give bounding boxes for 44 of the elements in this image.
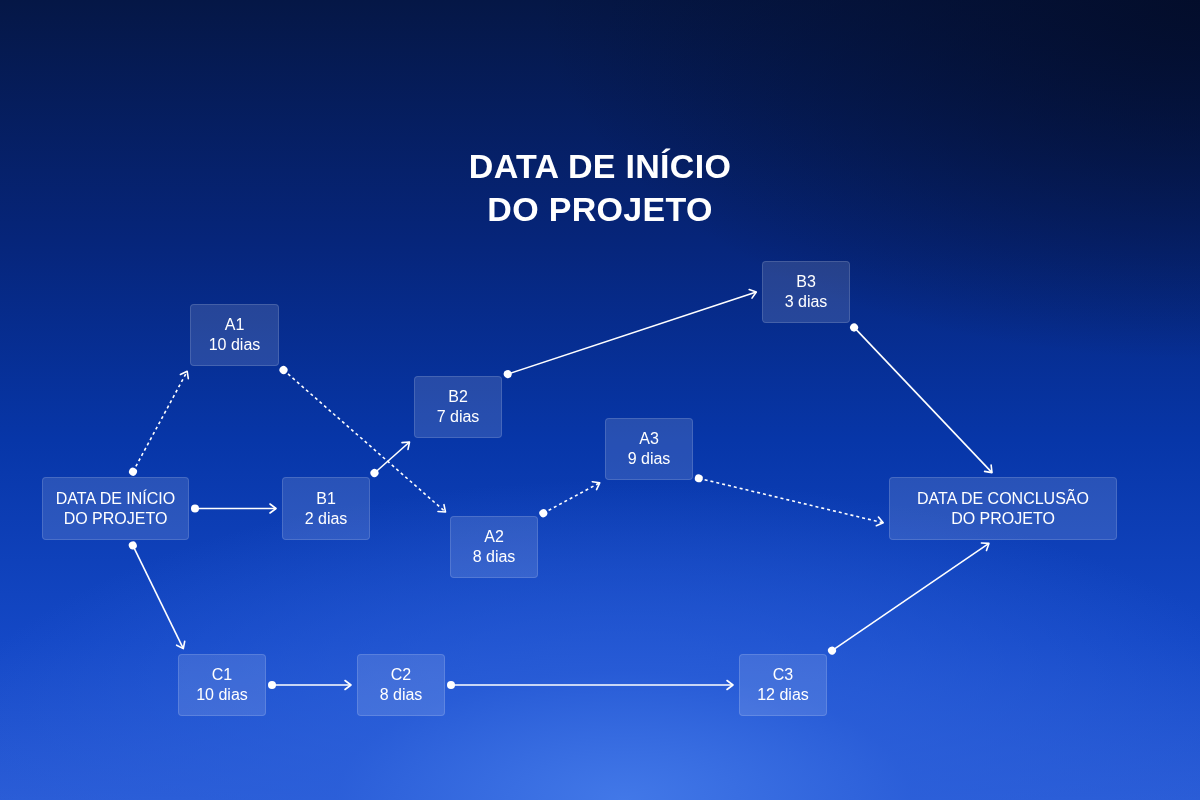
task-label: C3 xyxy=(772,665,794,685)
task-box xyxy=(190,304,279,366)
task-box xyxy=(282,477,370,540)
task-label: A2 xyxy=(484,527,504,547)
task-box xyxy=(762,261,850,323)
duration-label: 7 dias xyxy=(436,407,480,427)
arrow xyxy=(503,288,758,379)
dashed-arrow xyxy=(129,370,190,476)
task-box xyxy=(414,376,502,438)
task-label: DATA DE INÍCIO DO PROJETO xyxy=(54,488,177,529)
diagram-title: DATA DE INÍCIO DO PROJETO xyxy=(467,146,733,230)
arrow xyxy=(191,503,277,514)
dashed-arrow xyxy=(539,480,601,518)
arrow xyxy=(828,542,990,655)
task-label: C2 xyxy=(390,665,412,685)
arrow xyxy=(370,441,411,477)
task-box xyxy=(450,516,538,578)
task-box xyxy=(889,477,1117,540)
task-box xyxy=(605,418,693,480)
arrow xyxy=(268,679,352,691)
dashed-arrow xyxy=(279,366,447,513)
task-label: C1 xyxy=(211,665,233,685)
duration-label: 9 dias xyxy=(627,449,671,469)
duration-label: 3 dias xyxy=(784,292,828,312)
task-box xyxy=(178,654,266,716)
arrow xyxy=(447,679,734,691)
arrow xyxy=(850,323,993,474)
task-label: DATA DE CONCLUSÃO DO PROJETO xyxy=(916,488,1090,529)
task-label: B3 xyxy=(796,272,816,292)
duration-label: 10 dias xyxy=(208,335,261,355)
task-box xyxy=(357,654,445,716)
task-label: A3 xyxy=(639,429,659,449)
dashed-arrow xyxy=(694,474,884,527)
arrow xyxy=(128,541,186,650)
duration-label: 8 dias xyxy=(472,547,516,567)
task-label: B2 xyxy=(448,387,468,407)
duration-label: 10 dias xyxy=(196,685,248,705)
duration-label: 8 dias xyxy=(379,685,423,705)
task-box xyxy=(739,654,827,716)
task-label: A1 xyxy=(224,315,245,335)
task-box xyxy=(42,477,189,540)
duration-label: 12 dias xyxy=(757,685,809,705)
task-label: B1 xyxy=(316,488,336,509)
duration-label: 2 dias xyxy=(304,508,348,529)
